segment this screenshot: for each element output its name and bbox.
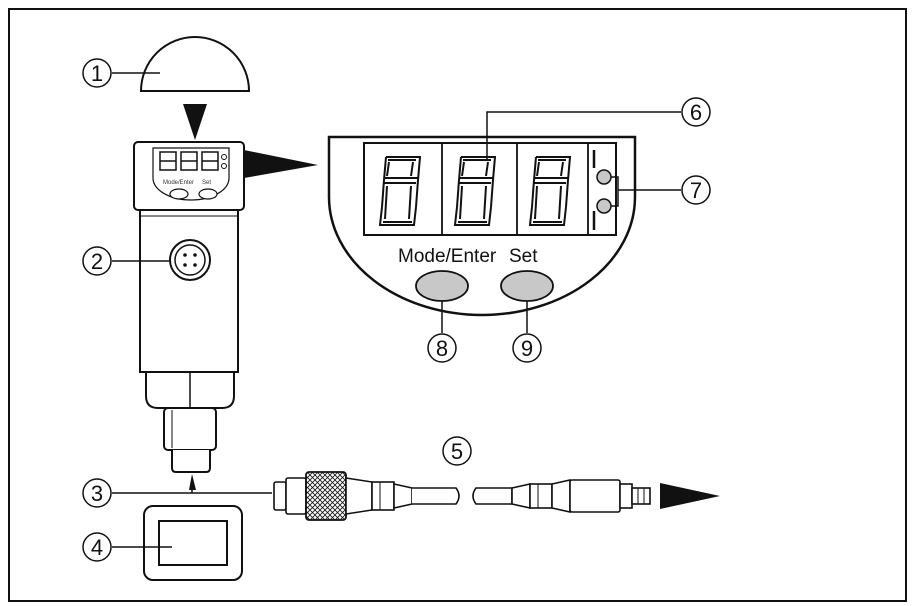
callout-6-label: 6 [690, 100, 702, 125]
callout-9-label: 9 [521, 336, 533, 361]
cable-assembly [273, 471, 651, 521]
callout-9: 9 [512, 333, 542, 363]
svg-text:Mode/Enter: Mode/Enter [163, 180, 194, 186]
callout-1: 1 [82, 58, 112, 88]
arrow-down-icon [183, 104, 207, 140]
adapter-block [143, 505, 243, 581]
knurled-nut [305, 471, 347, 521]
diagram-border [8, 8, 907, 602]
callout-2: 2 [82, 246, 112, 276]
callout-6: 6 [681, 97, 711, 127]
mini-display-digits [159, 151, 219, 171]
callout-8-label: 8 [436, 336, 448, 361]
callout-5: 5 [442, 436, 472, 466]
display-digit-3 [528, 156, 572, 226]
status-led-1 [596, 169, 612, 185]
display-panel-enlarged: Mode/Enter Set [327, 135, 637, 317]
protective-cap [139, 36, 251, 92]
callout-7: 7 [681, 175, 711, 205]
callout-1-label: 1 [91, 61, 103, 86]
mode-enter-button [415, 270, 469, 302]
mini-set-button [198, 188, 218, 200]
arrow-right-icon [244, 150, 318, 178]
callout-2-label: 2 [91, 249, 103, 274]
callout-3: 3 [82, 478, 112, 508]
callout-7-label: 7 [690, 178, 702, 203]
callout-4-label: 4 [91, 535, 103, 560]
callout-8: 8 [427, 333, 457, 363]
set-label: Set [509, 246, 538, 267]
mini-mode-button [169, 188, 189, 200]
set-button [500, 270, 554, 302]
display-digit-2 [453, 156, 497, 226]
sensor-body: Mode/Enter Set [133, 141, 245, 473]
callout-7-leader [611, 176, 619, 207]
callout-6-leader [486, 111, 681, 160]
callout-5-label: 5 [451, 439, 463, 464]
arrow-up-icon [189, 474, 196, 490]
callout-4: 4 [82, 532, 112, 562]
svg-text:Set: Set [202, 180, 211, 186]
callout-3-label: 3 [91, 481, 103, 506]
mode-enter-label: Mode/Enter [398, 246, 497, 267]
connector-port [169, 239, 211, 281]
status-led-2 [596, 198, 612, 214]
display-digit-1 [378, 156, 422, 226]
arrow-right-icon [660, 483, 720, 509]
